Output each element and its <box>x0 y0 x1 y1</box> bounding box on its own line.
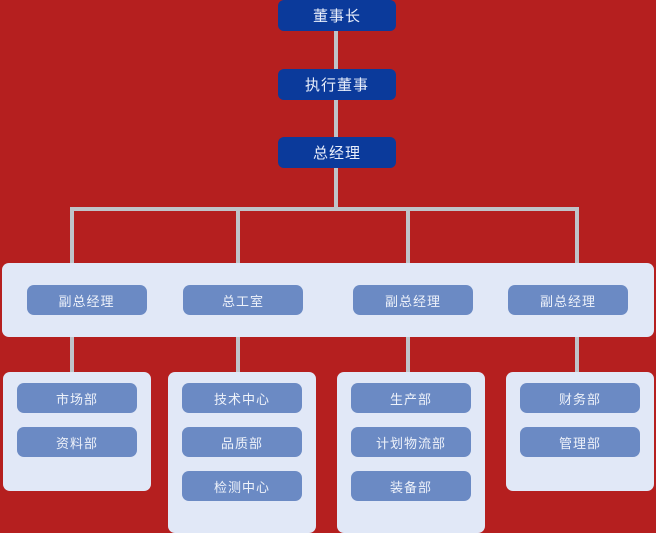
connector-executive-to-gm <box>334 100 338 137</box>
connector-drop-manager-3 <box>406 207 410 264</box>
manager-slot-1: 副总经理 <box>15 285 158 315</box>
connector-chairman-to-executive <box>334 31 338 69</box>
department-button-tech-center[interactable]: 技术中心 <box>182 383 302 413</box>
connector-drop-manager-4 <box>575 207 579 264</box>
department-button-administration[interactable]: 管理部 <box>520 427 640 457</box>
manager-button-1[interactable]: 副总经理 <box>26 285 147 315</box>
manager-slot-4: 副总经理 <box>498 285 638 315</box>
department-panel-4: 财务部 管理部 <box>506 372 654 491</box>
exec-box-executive-director[interactable]: 执行董事 <box>278 69 396 100</box>
connector-gm-to-bus <box>334 168 338 210</box>
manager-slot-3: 副总经理 <box>328 285 498 315</box>
connector-drop-department-3 <box>406 336 410 372</box>
department-button-inspection-center[interactable]: 检测中心 <box>182 471 302 501</box>
manager-button-4[interactable]: 副总经理 <box>508 285 628 315</box>
manager-button-2[interactable]: 总工室 <box>183 285 303 315</box>
exec-box-general-manager[interactable]: 总经理 <box>278 137 396 168</box>
department-panel-3: 生产部 计划物流部 装备部 <box>337 372 485 533</box>
connector-drop-department-1 <box>70 336 74 372</box>
connector-drop-department-4 <box>575 336 579 372</box>
department-button-data[interactable]: 资料部 <box>17 427 137 457</box>
department-button-market[interactable]: 市场部 <box>17 383 137 413</box>
department-button-equipment[interactable]: 装备部 <box>351 471 471 501</box>
connector-drop-manager-2 <box>236 207 240 264</box>
manager-panel: 副总经理 总工室 副总经理 副总经理 <box>2 263 654 337</box>
department-button-finance[interactable]: 财务部 <box>520 383 640 413</box>
connector-drop-manager-1 <box>70 207 74 264</box>
manager-slot-2: 总工室 <box>158 285 328 315</box>
department-button-quality[interactable]: 品质部 <box>182 427 302 457</box>
manager-button-3[interactable]: 副总经理 <box>353 285 473 315</box>
department-panel-2: 技术中心 品质部 检测中心 <box>168 372 316 533</box>
exec-box-chairman[interactable]: 董事长 <box>278 0 396 31</box>
department-button-production[interactable]: 生产部 <box>351 383 471 413</box>
department-button-planning-logistics[interactable]: 计划物流部 <box>351 427 471 457</box>
connector-bus-horizontal <box>70 207 579 211</box>
department-panel-1: 市场部 资料部 <box>3 372 151 491</box>
connector-drop-department-2 <box>236 336 240 372</box>
